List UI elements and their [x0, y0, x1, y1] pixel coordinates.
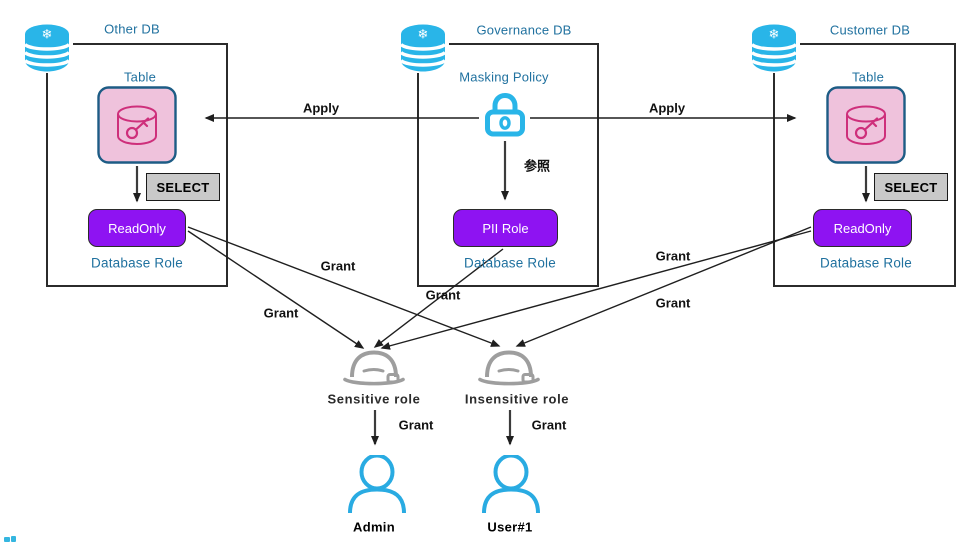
grant-label-customer-insensitive: Grant: [655, 295, 691, 311]
snowflake-database-icon-governance: ❄: [397, 23, 449, 73]
grant-label-other-sensitive: Grant: [263, 305, 299, 321]
helmet-icon-sensitive: [342, 346, 406, 386]
grant-label-other-insensitive: Grant: [320, 258, 356, 274]
grant-line-customerdb-to-sensitive: [380, 230, 812, 350]
database-role-caption-other: Database Role: [91, 255, 183, 271]
helmet-icon-insensitive: [477, 346, 541, 386]
database-role-caption-governance: Database Role: [464, 255, 556, 271]
snowflake-database-icon-other: ❄: [21, 23, 73, 73]
person-icon-admin: [347, 453, 407, 514]
role-label-insensitive: Insensitive role: [464, 391, 570, 407]
grant-line-piirole-to-sensitive: [373, 248, 504, 348]
pii-role: PII Role: [453, 209, 558, 247]
snowflake-glyph: ❄: [42, 27, 53, 42]
grant-label-customer-sensitive: Grant: [655, 248, 691, 264]
table-key-icon-customer: [826, 86, 906, 164]
grant-label-pii-sensitive: Grant: [425, 287, 461, 303]
apply-label-left: Apply: [302, 100, 340, 116]
table-key-icon-other: [97, 86, 177, 164]
user-label-user1: User#1: [487, 519, 533, 535]
person-icon-user1: [481, 453, 541, 514]
grant-line-customerdb-to-insensitive: [515, 226, 812, 347]
role-label-sensitive: Sensitive role: [327, 391, 421, 407]
snowflake-glyph: ❄: [418, 27, 429, 42]
masking-policy-lock-icon: [482, 90, 528, 138]
snowflake-database-icon-customer: ❄: [748, 23, 800, 73]
db-box-customer: [773, 43, 956, 287]
grant-line-otherdb-to-insensitive: [187, 226, 501, 347]
database-role-caption-customer: Database Role: [820, 255, 912, 271]
select-badge-left: SELECT: [146, 173, 220, 201]
clipped-icon-artifact-1: [4, 537, 10, 542]
reference-label: 参照: [523, 158, 551, 174]
apply-label-right: Apply: [648, 100, 686, 116]
table-label-customer: Table: [851, 69, 885, 85]
db-title-other: Other DB: [104, 21, 160, 37]
select-badge-right: SELECT: [874, 173, 948, 201]
masking-policy-label: Masking Policy: [459, 69, 549, 85]
table-label-other: Table: [123, 69, 157, 85]
grant-label-insensitive-user1: Grant: [531, 417, 567, 433]
clipped-icon-artifact-2: [11, 536, 16, 542]
grant-label-sensitive-admin: Grant: [398, 417, 434, 433]
user-label-admin: Admin: [353, 519, 395, 535]
db-title-customer: Customer DB: [829, 22, 911, 38]
db-title-governance: Governance DB: [476, 22, 572, 38]
grant-line-otherdb-to-sensitive: [187, 230, 365, 349]
readonly-role-other: ReadOnly: [88, 209, 186, 247]
snowflake-glyph: ❄: [769, 27, 780, 42]
readonly-role-customer: ReadOnly: [813, 209, 912, 247]
